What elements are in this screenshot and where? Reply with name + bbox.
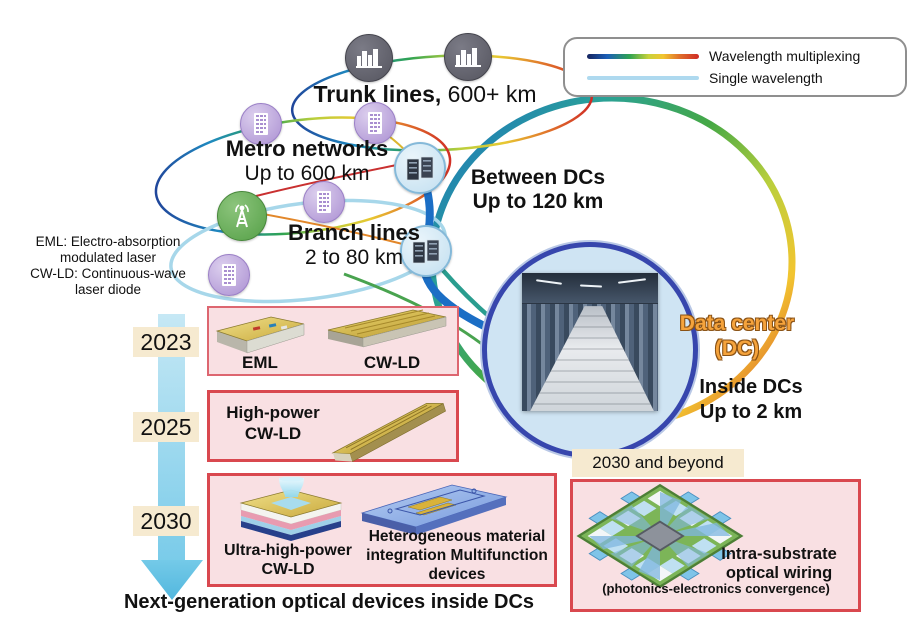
legend-row-multiplexing: Wavelength multiplexing (565, 48, 905, 64)
wavelength-multiplexing-line (587, 53, 699, 59)
office-building-icon (317, 191, 331, 213)
future-title: 2030 and beyond (572, 449, 744, 477)
antenna-icon (235, 204, 249, 228)
city-icon (455, 48, 481, 67)
data-center-photo (522, 273, 658, 411)
heterogeneous-label: Heterogeneous material integration Multi… (366, 528, 548, 583)
legend: Wavelength multiplexing Single wavelengt… (563, 37, 907, 97)
metro-building-node (354, 102, 396, 144)
cwld-label: CW-LD (363, 353, 421, 372)
office-building-icon (222, 264, 236, 286)
high-power-cwld-label: High-power CW-LD (226, 403, 320, 443)
ultra-high-power-cwld-label: Ultra-high-power CW-LD (224, 542, 352, 578)
footer-title: Next-generation optical devices inside D… (123, 591, 535, 613)
legend-label: Wavelength multiplexing (709, 48, 861, 64)
inside-dcs-label: Inside DCs Up to 2 km (666, 375, 836, 425)
heterogeneous-chip-image (360, 484, 508, 535)
abbrev-line: modulated laser (59, 250, 157, 265)
year-2030: 2030 (133, 506, 199, 536)
antenna-node (217, 191, 267, 241)
abbrev-line: EML: Electro-absorption (35, 234, 181, 249)
inside-dcs-line1: Inside DCs (699, 376, 803, 398)
branch-building-node (303, 181, 345, 223)
metro-building-node (240, 103, 282, 145)
dc-server-node (394, 142, 446, 194)
branch-building-node (208, 254, 250, 296)
branch-lines-label: Branch lines 2 to 80 km (248, 220, 460, 269)
between-dcs-line2: Up to 120 km (472, 189, 604, 213)
data-center-title-line2: (DC) (714, 337, 760, 360)
branch-name: Branch lines (287, 220, 421, 245)
single-wavelength-line (587, 76, 699, 80)
metro-distance: Up to 600 km (244, 161, 370, 185)
between-dcs-label: Between DCs Up to 120 km (448, 166, 628, 213)
cwld-chip-image (327, 309, 447, 348)
ultra-high-power-cwld-chip-image (239, 477, 343, 541)
ceiling (522, 273, 658, 303)
office-building-icon (254, 113, 268, 135)
branch-distance: 2 to 80 km (304, 245, 404, 269)
legend-row-single: Single wavelength (565, 70, 905, 86)
legend-label: Single wavelength (709, 70, 823, 86)
server-rack-icon (406, 156, 434, 181)
abbrev-line: laser diode (74, 282, 142, 297)
inside-dcs-line2: Up to 2 km (699, 401, 803, 423)
trunk-city-node (345, 34, 393, 82)
abbreviations-note: EML: Electro-absorption modulated laser … (10, 234, 206, 298)
office-building-icon (368, 112, 382, 134)
dc-server-node (400, 225, 452, 277)
data-center-title: Data center (DC) (653, 311, 821, 361)
trunk-city-node (444, 33, 492, 81)
high-power-cwld-chip-image (331, 402, 446, 462)
metro-networks-label: Metro networks Up to 600 km (193, 136, 421, 185)
intra-substrate-label: Intra-substrate optical wiring (721, 545, 837, 582)
convergence-sublabel: (photonics-electronics convergence) (602, 581, 830, 596)
year-2023: 2023 (133, 327, 199, 357)
intra-substrate-chip-image (576, 483, 744, 589)
metro-name: Metro networks (225, 136, 389, 161)
eml-chip-image (215, 316, 305, 354)
trunk-distance: 600+ km (447, 81, 537, 107)
city-icon (356, 49, 382, 68)
server-rack-icon (412, 239, 440, 264)
data-center-circle (482, 242, 698, 458)
between-dcs-line1: Between DCs (470, 166, 606, 189)
year-2025: 2025 (133, 412, 199, 442)
eml-label: EML (242, 353, 278, 372)
data-center-title-line1: Data center (679, 312, 795, 335)
trunk-name: Trunk lines, (313, 81, 442, 107)
trunk-lines-label: Trunk lines, 600+ km (295, 81, 555, 108)
abbrev-line: CW-LD: Continuous-wave (30, 266, 186, 281)
metro-ring (154, 116, 452, 236)
